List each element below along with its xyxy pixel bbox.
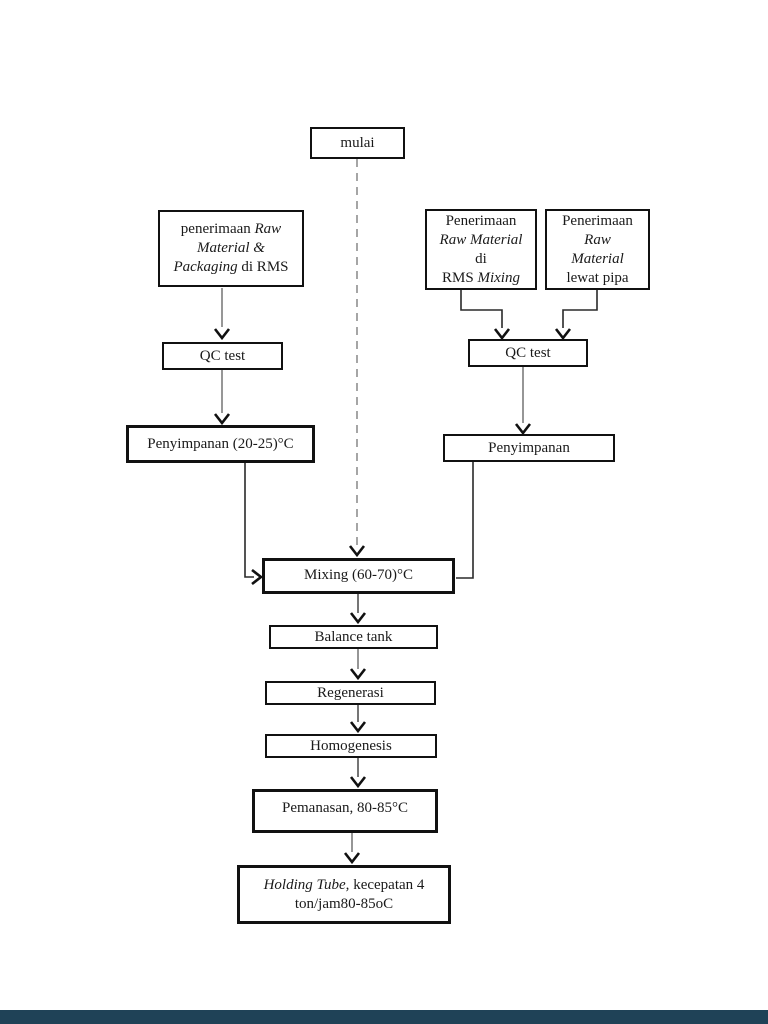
node-qc-test-left: QC test <box>162 342 283 370</box>
node-homogenesis: Homogenesis <box>265 734 437 758</box>
node-penyimpanan-right: Penyimpanan <box>443 434 615 462</box>
node-mulai: mulai <box>310 127 405 159</box>
node-pemanasan: Pemanasan, 80-85°C <box>252 789 438 833</box>
node-mixing: Mixing (60-70)°C <box>262 558 455 594</box>
node-penyimpanan-left: Penyimpanan (20-25)°C <box>126 425 315 463</box>
node-qc-test-right: QC test <box>468 339 588 367</box>
node-regenerasi: Regenerasi <box>265 681 436 705</box>
node-balance-tank: Balance tank <box>269 625 438 649</box>
viewer-footer-bar <box>0 1010 768 1024</box>
